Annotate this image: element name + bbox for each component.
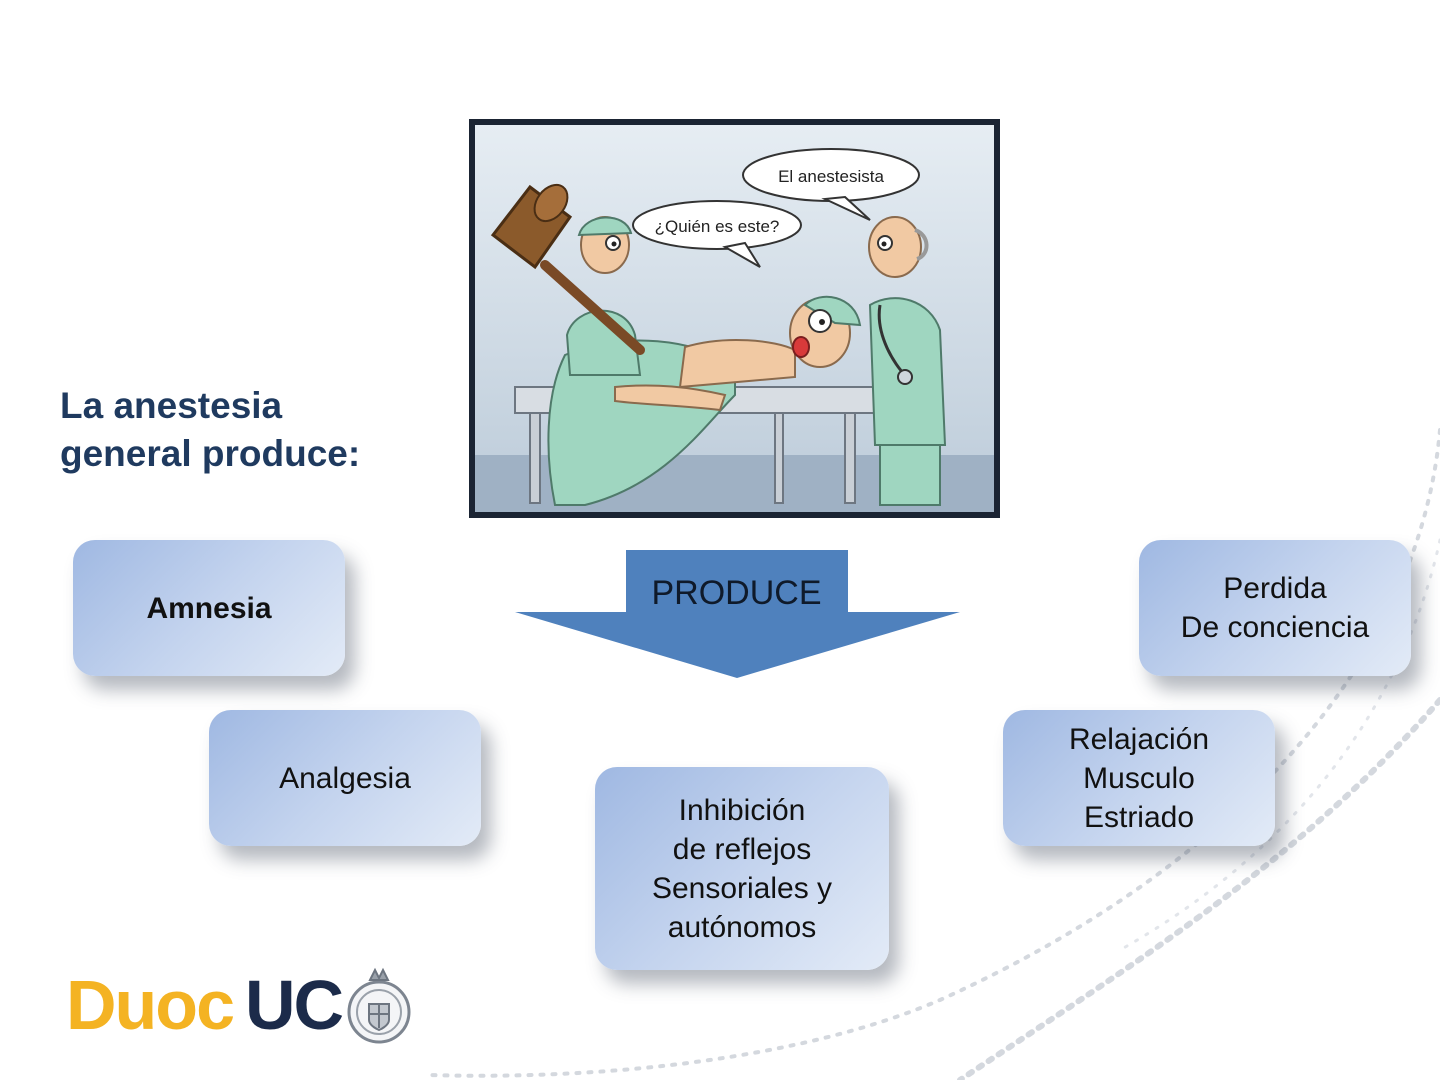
effect-relajacion-line-2: Musculo [1083,761,1195,795]
logo-uc-text: UC [245,966,344,1044]
effect-amnesia: Amnesia [73,540,345,676]
effect-inhibicion: Inhibición de reflejos Sensoriales y aut… [595,767,889,970]
effect-perdida: Perdida De conciencia [1139,540,1411,676]
effect-relajacion-line-3: Estriado [1083,800,1195,834]
effect-perdida-line-2: De conciencia [1180,611,1370,644]
effect-analgesia: Analgesia [209,710,481,846]
effect-inhibicion-line-1: Inhibición [678,793,806,827]
effect-relajacion-line-1: Relajación [1068,722,1210,756]
effect-inhibicion-line-4: autónomos [667,910,817,944]
logo-duoc-text: Duoc [66,966,235,1044]
cartoon-illustration: ¿Quién es este? El anestesista [475,125,994,512]
produce-arrow [515,550,960,678]
speech-bubble-top: El anestesista [778,167,884,186]
title-line-1: La anestesia [60,385,283,426]
effect-relajacion: Relajación Musculo Estriado [1003,710,1275,846]
effect-inhibicion-line-2: de reflejos [672,832,812,866]
anesthesia-cartoon: ¿Quién es este? El anestesista [469,119,1000,518]
duoc-uc-logo: Duoc UC [66,960,414,1050]
effect-perdida-line-1: Perdida [1223,572,1327,605]
effect-inhibicion-line-3: Sensoriales y [651,871,833,905]
speech-bubble-left: ¿Quién es este? [655,217,780,236]
university-seal-icon [347,967,411,1044]
produce-label: PRODUCE [651,574,822,612]
slide-title: La anestesia general produce: [60,382,440,478]
effect-amnesia-line-1: Amnesia [146,591,272,625]
effect-analgesia-line-1: Analgesia [279,761,411,795]
title-line-2: general produce: [60,433,361,474]
